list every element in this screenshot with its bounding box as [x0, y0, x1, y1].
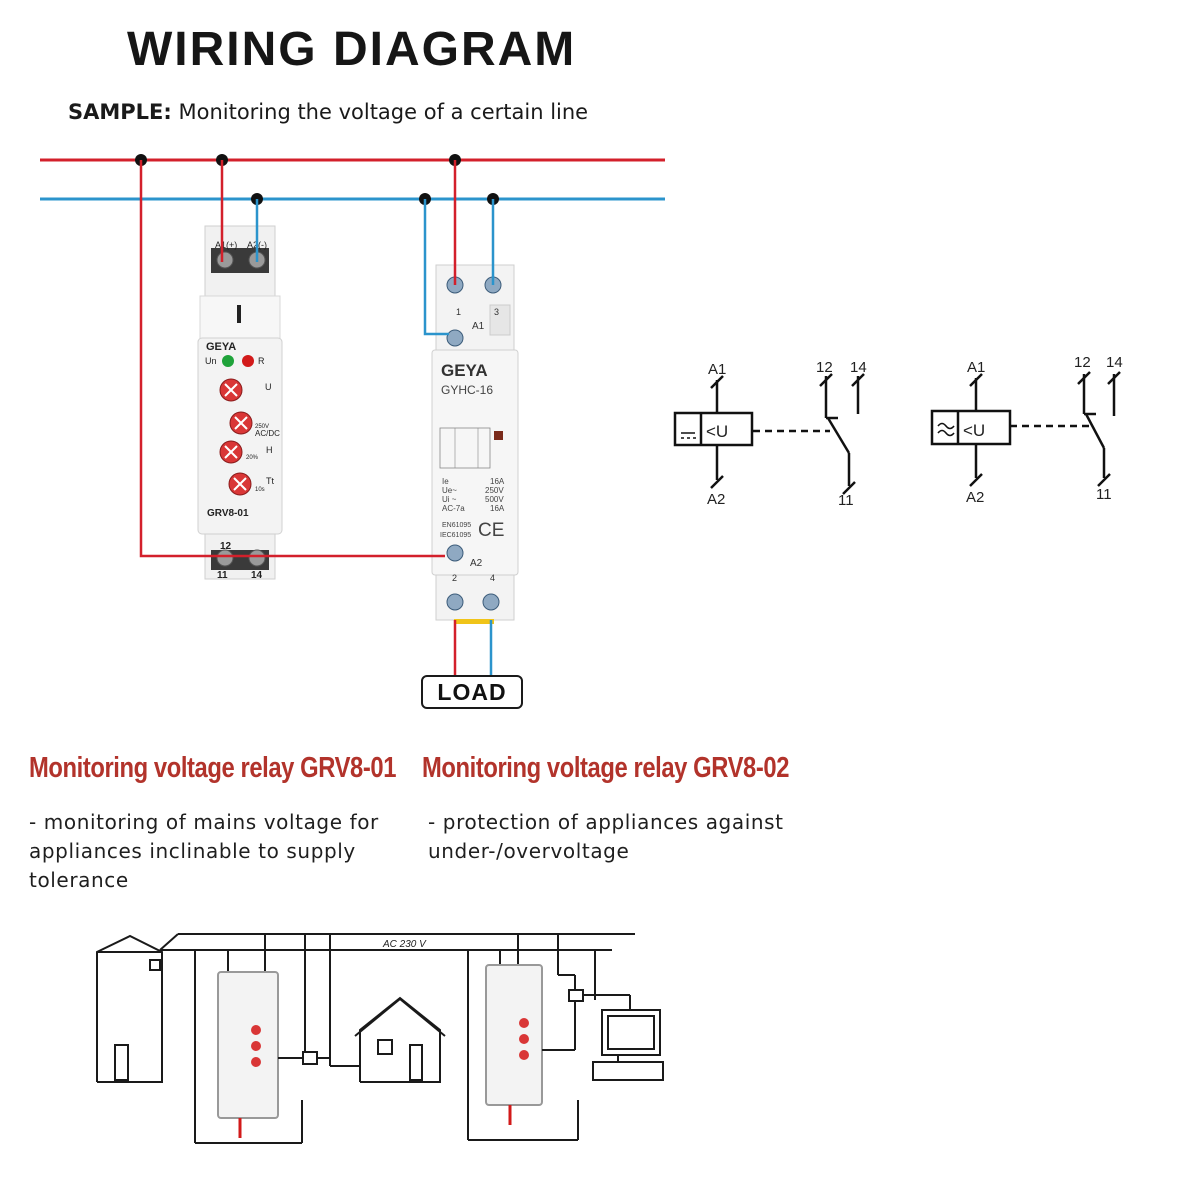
contactor-terminal-1: 1: [456, 307, 461, 317]
contactor-a2: A2: [470, 558, 483, 569]
desc-line: - protection of appliances against: [428, 810, 784, 834]
sym2-a2: A2: [966, 489, 984, 506]
svg-text:IEC61095: IEC61095: [440, 532, 471, 539]
svg-text:EN61095: EN61095: [442, 522, 471, 529]
svg-text:16A: 16A: [490, 504, 505, 513]
load-label: LOAD: [421, 675, 523, 709]
junction-dots: [135, 154, 499, 205]
relay-mark-250v: 250V: [255, 424, 269, 430]
led-red: [242, 355, 254, 367]
ac-line-label: AC 230 V: [382, 939, 427, 950]
svg-text:250V: 250V: [485, 486, 504, 495]
relay-mark-acdc: AC/DC: [255, 429, 280, 438]
grv8-relay: [197, 225, 283, 580]
contactor-brand: GEYA: [441, 361, 488, 380]
svg-text:16A: 16A: [490, 477, 505, 486]
relay-brand: GEYA: [206, 341, 236, 353]
schematic-symbol-ac: [930, 371, 1121, 487]
schematic-symbol-dc: [673, 373, 865, 495]
sample-label: SAMPLE:: [68, 100, 172, 124]
desc-line: appliances inclinable to supply: [29, 839, 356, 863]
relay-mark-10s: 10s: [255, 487, 265, 493]
relay-led-r: R: [258, 356, 265, 366]
svg-text:500V: 500V: [485, 495, 504, 504]
wires-neutral: [255, 199, 495, 676]
page-title: WIRING DIAGRAM: [127, 23, 577, 76]
relay-dial-h: H: [266, 445, 273, 455]
relay-mark-20pct: 20%: [246, 455, 259, 461]
svg-text:Ie: Ie: [442, 477, 449, 486]
sym1-14: 14: [850, 359, 867, 376]
relay-terminal-11: 11: [217, 570, 228, 581]
sym1-12: 12: [816, 359, 833, 376]
relay-terminal-12: 12: [220, 541, 232, 552]
led-green: [222, 355, 234, 367]
svg-text:Ue~: Ue~: [442, 486, 457, 495]
sym2-a1: A1: [967, 359, 985, 376]
relay-dial-tt: Tt: [266, 476, 274, 486]
contactor-terminal-4: 4: [490, 573, 495, 583]
bottom-relay-leds: [251, 1018, 529, 1067]
section-desc-grv8-02: - protection of appliances against under…: [428, 808, 784, 866]
svg-text:Ui ~: Ui ~: [442, 495, 457, 504]
sample-text: Monitoring the voltage of a certain line: [171, 100, 589, 124]
contactor-ce-mark: CE: [478, 520, 504, 541]
contactor-terminal-2: 2: [452, 573, 457, 583]
sym2-14: 14: [1106, 354, 1123, 371]
wires-live: [139, 160, 457, 676]
bottom-sketch: [96, 933, 664, 1144]
contactor-a1: A1: [472, 321, 485, 332]
section-desc-grv8-01: - monitoring of mains voltage for applia…: [29, 808, 379, 895]
relay-dial-u: U: [265, 382, 272, 392]
sym1-11: 11: [838, 492, 854, 509]
relay-led-un: Un: [205, 356, 217, 366]
section-title-grv8-02: Monitoring voltage relay GRV8-02: [422, 752, 790, 784]
desc-line: - monitoring of mains voltage for: [29, 810, 379, 834]
svg-text:AC-7a: AC-7a: [442, 504, 465, 513]
sym2-coil: <U: [963, 421, 985, 440]
relay-terminal-a1: A1(+): [215, 240, 237, 250]
sym1-coil: <U: [706, 422, 728, 441]
desc-line: under-/overvoltage: [428, 839, 630, 863]
sym1-a1: A1: [708, 361, 726, 378]
sym2-12: 12: [1074, 354, 1091, 371]
contactor-model: GYHC-16: [441, 383, 493, 397]
sym1-a2: A2: [707, 491, 725, 508]
relay-terminal-14: 14: [251, 570, 263, 581]
sample-caption: SAMPLE: Monitoring the voltage of a cert…: [68, 100, 588, 124]
desc-line: tolerance: [29, 868, 129, 892]
contactor-terminal-3: 3: [494, 307, 499, 317]
relay-model: GRV8-01: [207, 508, 249, 519]
sym2-11: 11: [1096, 486, 1112, 503]
gyhc-contactor: [431, 264, 519, 624]
section-title-grv8-01: Monitoring voltage relay GRV8-01: [29, 752, 397, 784]
